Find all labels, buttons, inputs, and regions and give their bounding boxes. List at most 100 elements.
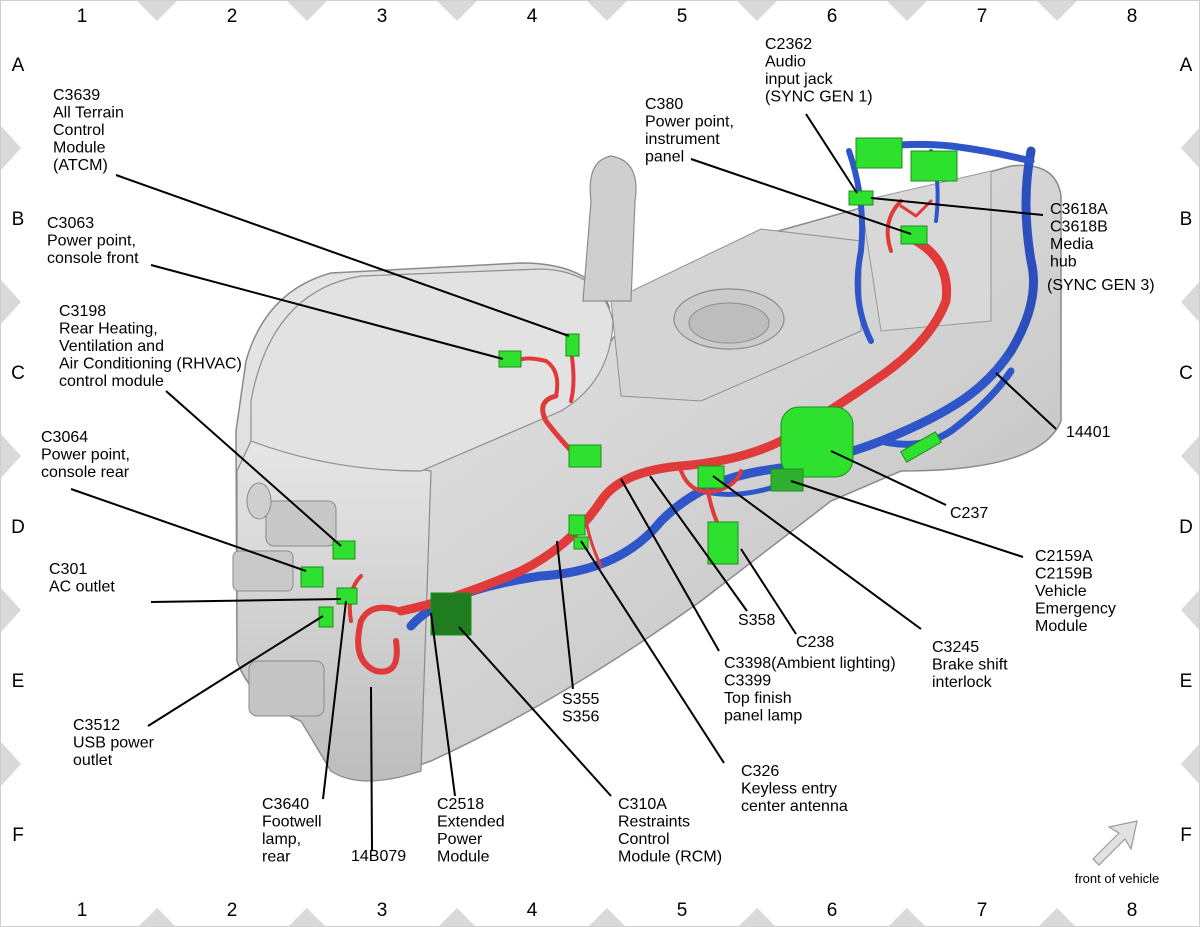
- grid-row-label: C: [1179, 363, 1193, 384]
- callout-line: (SYNC GEN 1): [765, 89, 873, 106]
- grid-column-label: 2: [227, 900, 238, 921]
- connector-c301: [336, 587, 358, 605]
- callout-line: Media: [1050, 236, 1094, 253]
- callout-line: C2518: [437, 796, 484, 813]
- leader-line-14401: [995, 372, 1057, 430]
- callout-line: Air Conditioning (RHVAC): [59, 356, 242, 373]
- callout-line: control module: [59, 373, 164, 390]
- grid-row-label: B: [1180, 209, 1193, 230]
- border-marker: [1181, 436, 1199, 476]
- leader-line-c238: [740, 548, 797, 635]
- connector-c3639: [565, 333, 580, 357]
- callout-line: Power point,: [41, 447, 130, 464]
- leader-line-14b079: [370, 686, 373, 851]
- leader-lines: [70, 113, 1057, 851]
- callout-line: Top finish: [724, 690, 792, 707]
- callout-line: center antenna: [741, 798, 848, 815]
- callout-line: C3063: [47, 215, 94, 232]
- callout-line: Control: [53, 122, 105, 139]
- connector-s355: [568, 514, 586, 536]
- connector-c237: [780, 406, 854, 478]
- grid-column-label: 2: [227, 6, 238, 27]
- border-marker: [139, 908, 175, 926]
- callout-line: Emergency: [1035, 601, 1116, 618]
- callout-line: Module: [53, 140, 106, 157]
- callout-line: Audio: [765, 54, 806, 71]
- leader-line-c3245: [712, 475, 922, 630]
- callout-14b079: 14B079: [351, 848, 406, 865]
- callout-line: C3618B: [1050, 219, 1108, 236]
- leader-line-c3398: [620, 478, 720, 652]
- callout-line: console rear: [41, 464, 130, 481]
- callout-line: Footwell: [262, 814, 322, 831]
- border-marker: [287, 1, 327, 21]
- leader-line-c3639: [115, 174, 570, 337]
- wiring-harness-blue: [406, 140, 1038, 631]
- grid-row-label: A: [1180, 55, 1193, 76]
- leader-line-c2362: [805, 113, 858, 194]
- callout-line: Control: [618, 831, 670, 848]
- callout-line: Power: [437, 831, 483, 848]
- callout-line: (SYNC GEN 3): [1047, 277, 1155, 294]
- callout-line: C237: [950, 505, 988, 522]
- callout-s358: S358: [738, 612, 775, 629]
- callout-line: C238: [796, 634, 834, 651]
- callout-line: Brake shift: [932, 657, 1008, 674]
- connector-c3198: [332, 540, 356, 560]
- connector-c2362: [848, 190, 874, 206]
- connector-c3618b: [910, 150, 958, 182]
- connector-c238: [707, 521, 739, 565]
- border-marker: [1, 742, 21, 786]
- callout-line: panel lamp: [724, 708, 802, 725]
- border-marker: [439, 908, 475, 926]
- grid-column-label: 5: [677, 6, 688, 27]
- grid-column-label: 1: [77, 900, 88, 921]
- callout-14401: 14401: [1066, 424, 1111, 441]
- callout-line: interlock: [932, 674, 993, 691]
- callout-line: C3064: [41, 429, 88, 446]
- connector-c3063: [498, 350, 522, 368]
- grid-row-label: F: [12, 825, 24, 846]
- border-marker: [289, 908, 325, 926]
- grid-row-label: B: [12, 209, 25, 230]
- callout-line: Module: [1035, 618, 1088, 635]
- callout-line: USB power: [73, 735, 155, 752]
- leader-line-c310a: [458, 626, 612, 797]
- leader-line-c3198: [165, 390, 342, 547]
- callout-line: rear: [262, 849, 291, 866]
- callout-line: instrument: [645, 131, 720, 148]
- callout-c237: C237: [950, 505, 988, 522]
- callout-line: Keyless entry: [741, 781, 837, 798]
- grid-row-label: A: [12, 55, 25, 76]
- callout-line: C2159B: [1035, 566, 1093, 583]
- callout-line: input jack: [765, 71, 834, 88]
- border-marker: [437, 1, 477, 21]
- callout-line: 14B079: [351, 848, 406, 865]
- connector-c380: [900, 225, 928, 245]
- grid-column-label: 3: [377, 6, 388, 27]
- leader-line-c3064: [70, 488, 307, 572]
- leader-line-c3618: [870, 197, 1044, 216]
- grid-row-label: D: [11, 517, 25, 538]
- callout-c238: C238: [796, 634, 834, 651]
- callout-line: S358: [738, 612, 775, 629]
- grid-row-label: F: [1180, 825, 1192, 846]
- callout-line: (ATCM): [53, 157, 108, 174]
- border-marker: [1181, 128, 1199, 168]
- callout-line: Restraints: [618, 814, 690, 831]
